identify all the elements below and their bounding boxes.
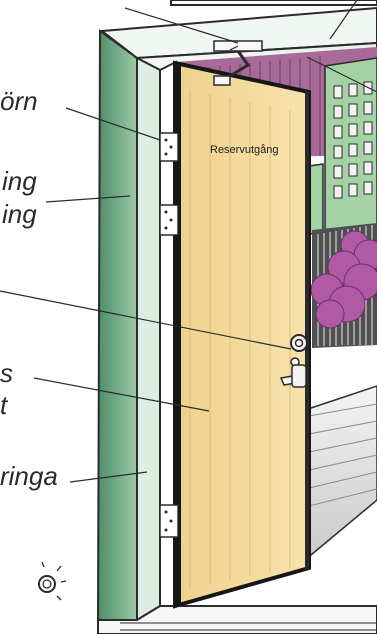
hinge-label: örn	[0, 86, 38, 116]
light-source-icon	[39, 562, 66, 600]
seal-label-line-1: ing	[2, 166, 37, 196]
lock-label-line-2: t	[0, 390, 9, 420]
diagram-labels: örn ing ing s t ringa	[0, 86, 58, 491]
lock-label-line-1: s	[0, 358, 13, 388]
door-sign-text: Reservutgång	[210, 144, 279, 156]
seal-label-line-2: ing	[2, 199, 37, 229]
door-leaf: Reservutgång	[175, 63, 309, 606]
threshold-label: ringa	[0, 461, 58, 491]
